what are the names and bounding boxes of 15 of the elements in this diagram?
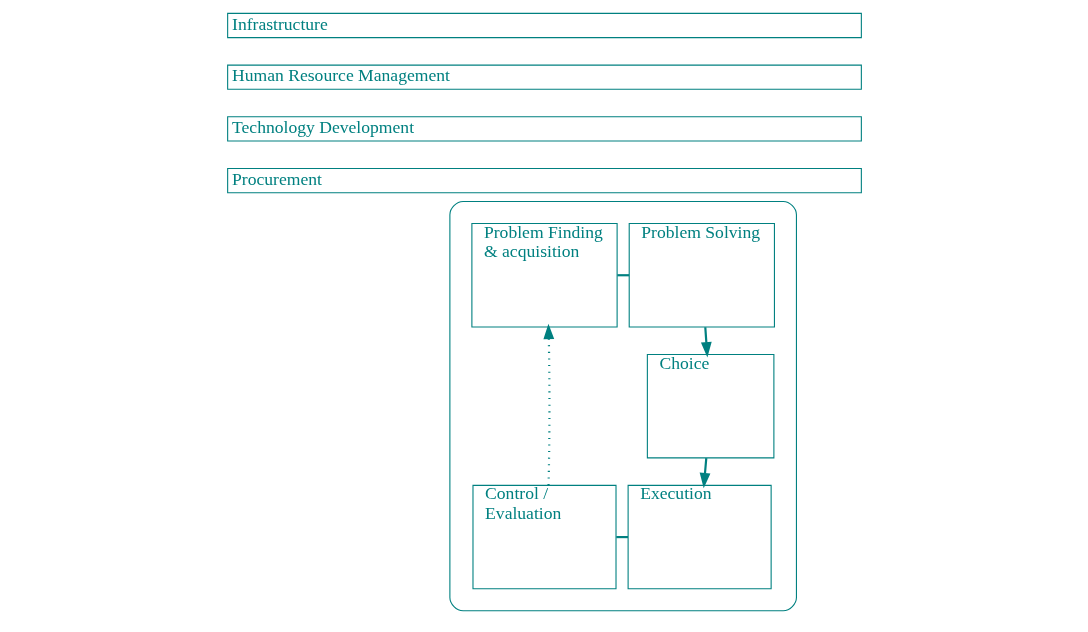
- connector: [616, 273, 629, 276]
- node-box: Control / Evaluation: [471, 484, 617, 589]
- arrow: [700, 326, 712, 357]
- arrow: [699, 457, 710, 488]
- cluster: [448, 200, 797, 611]
- node-box: Infrastructure: [226, 12, 862, 38]
- node-box: Technology Development: [226, 115, 862, 142]
- node-box: Choice: [646, 353, 774, 458]
- node-box: Procurement: [226, 167, 862, 193]
- node-box: Execution: [627, 484, 772, 589]
- node-box: Problem Solving: [628, 222, 775, 327]
- arrow: [542, 323, 554, 485]
- node-box: Human Resource Management: [226, 64, 862, 90]
- connector: [615, 535, 628, 538]
- node-box: Problem Finding & acquisition: [470, 222, 618, 327]
